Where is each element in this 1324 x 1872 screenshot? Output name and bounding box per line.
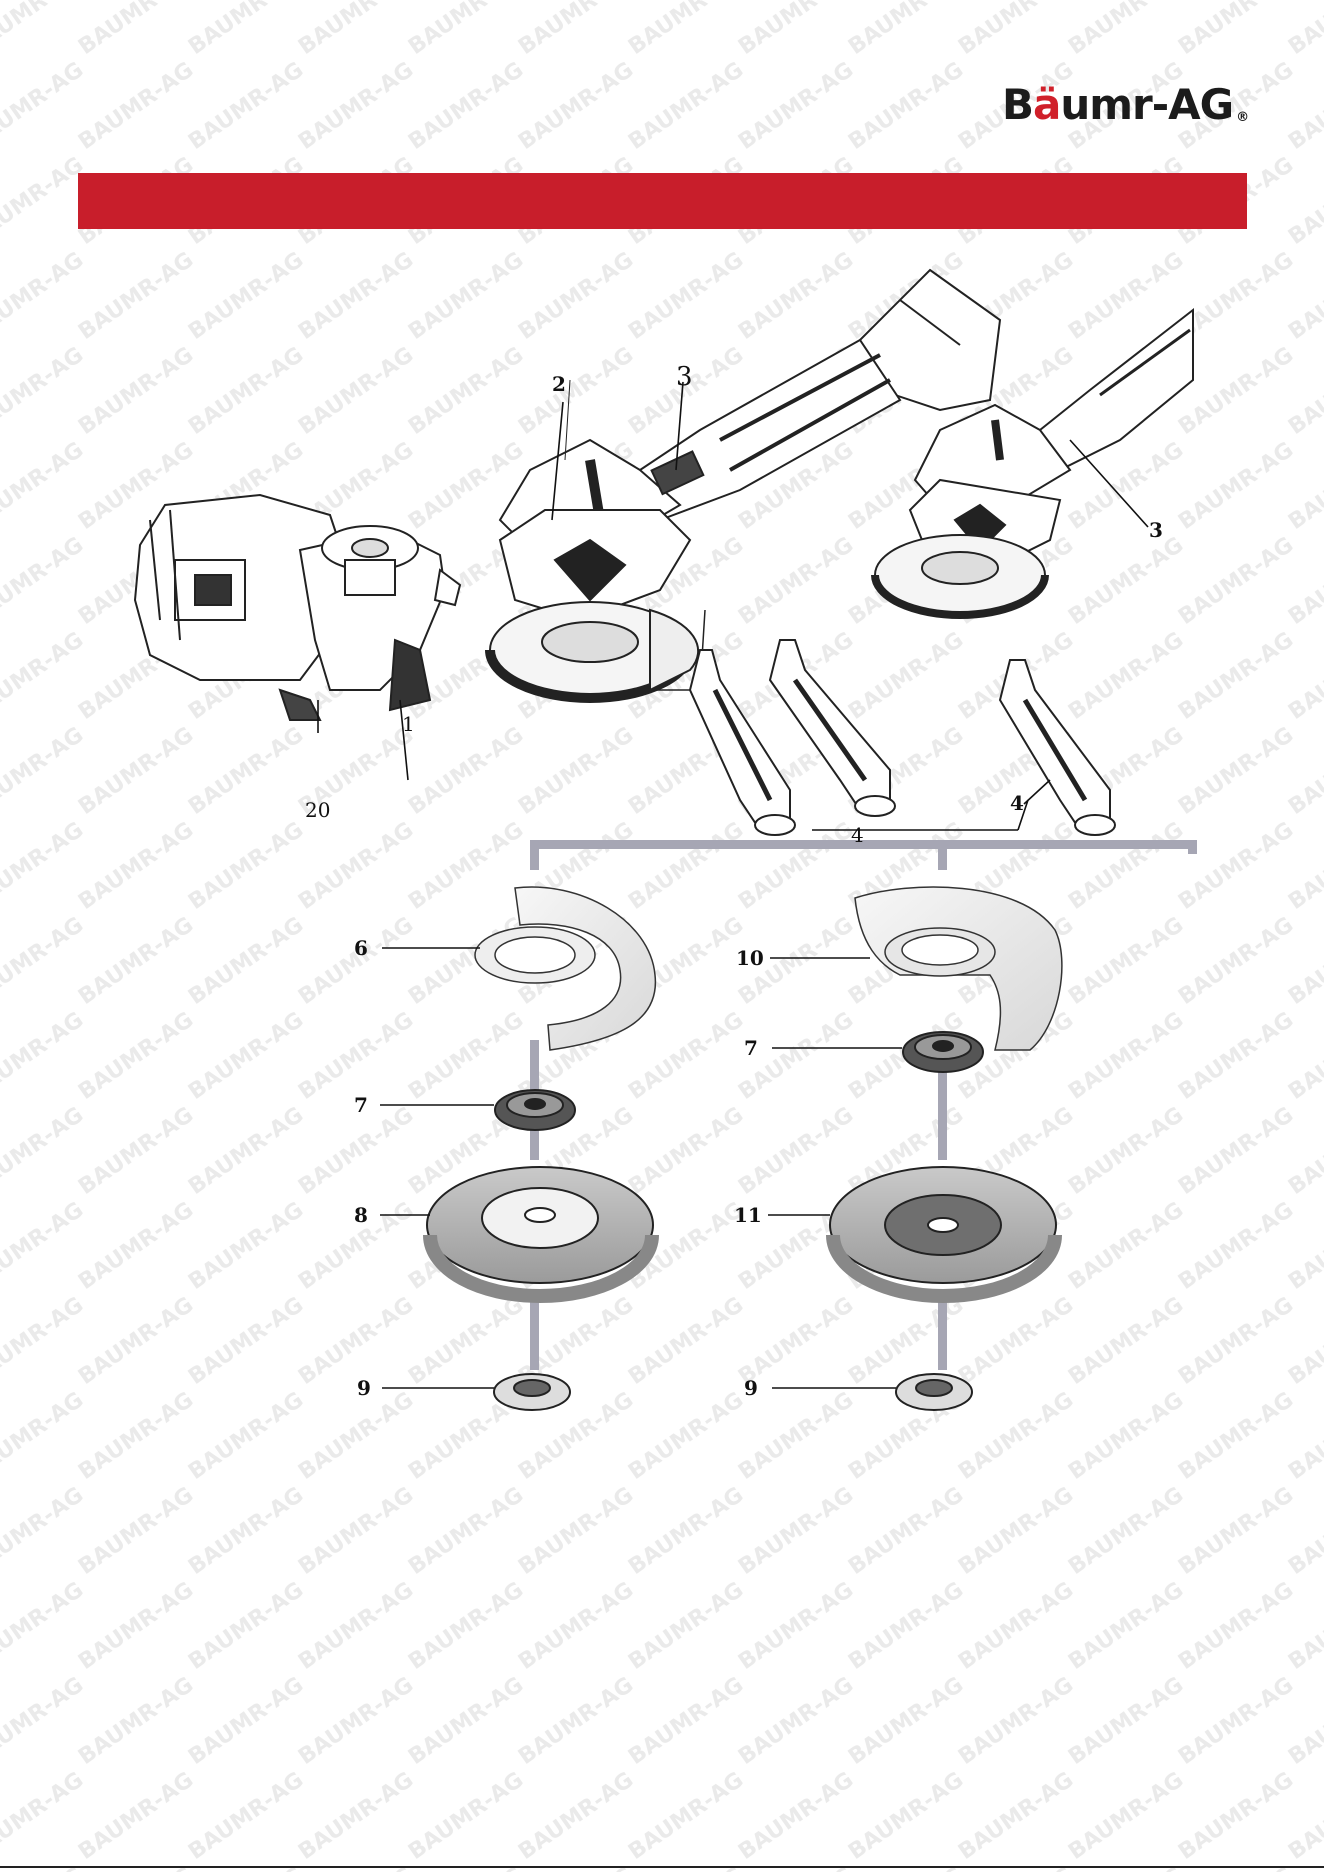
- label-part-9-right: 9: [744, 1376, 758, 1400]
- angle-grinder-secondary: [871, 307, 1194, 619]
- guard-right: [854, 886, 1063, 1051]
- side-handle-a: [688, 649, 796, 836]
- label-part-4-single: 4: [1010, 791, 1024, 815]
- label-part-7-right: 7: [744, 1036, 758, 1060]
- label-part-1: 1: [402, 712, 415, 736]
- label-part-6: 6: [354, 936, 368, 960]
- nut-right: [895, 1373, 973, 1411]
- disc-left: [423, 1166, 659, 1304]
- label-part-10: 10: [736, 946, 764, 970]
- brand-logo: Bäumr-AG®: [1002, 80, 1249, 129]
- angle-grinder-main: [485, 268, 1002, 703]
- header-bar: [78, 173, 1247, 229]
- label-part-7-left: 7: [354, 1093, 368, 1117]
- guard-left: [474, 886, 657, 1051]
- gear-head-assembly: [133, 493, 462, 721]
- label-part-9-left: 9: [357, 1376, 371, 1400]
- leader-lines: [317, 381, 1149, 1389]
- label-part-20: 20: [305, 798, 331, 822]
- footer-rule: [0, 1866, 1324, 1868]
- flange-right: [902, 1031, 984, 1073]
- label-part-11: 11: [734, 1203, 762, 1227]
- label-part-8: 8: [354, 1203, 368, 1227]
- label-part-4-pair: 4: [851, 823, 864, 847]
- flange-left: [494, 1089, 576, 1131]
- side-handle-b: [768, 639, 896, 817]
- nut-left: [493, 1373, 571, 1411]
- label-part-3-main: 3: [676, 362, 693, 392]
- label-part-3-secondary: 3: [1149, 518, 1163, 542]
- disc-right: [826, 1166, 1062, 1304]
- side-handle-c: [998, 659, 1116, 836]
- label-part-2: 2: [552, 372, 566, 396]
